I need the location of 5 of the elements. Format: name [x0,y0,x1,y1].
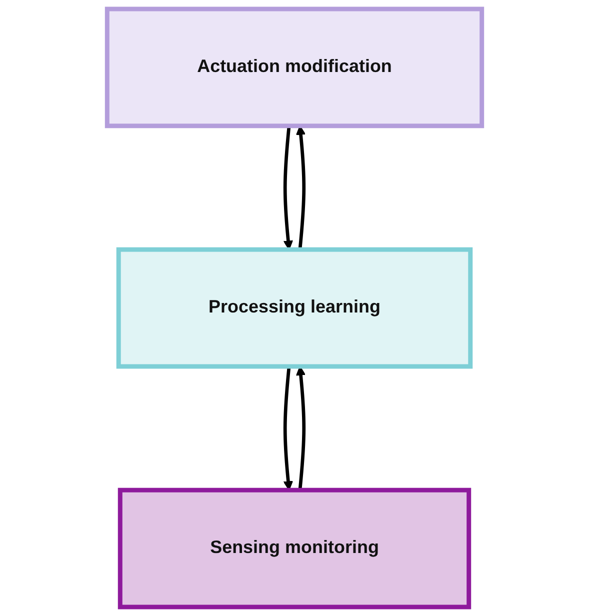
arrow [283,126,294,250]
arrow [296,366,306,490]
node-box: Sensing monitoring [118,488,472,610]
node-box: Processing learning [116,247,473,369]
node-box: Actuation modification [104,6,484,128]
